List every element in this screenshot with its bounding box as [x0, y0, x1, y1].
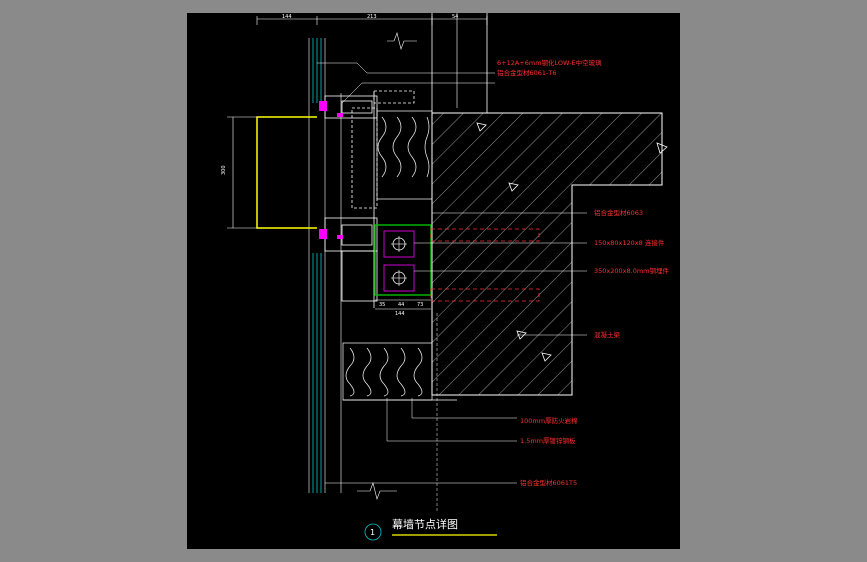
- dim-top-2: 213: [367, 14, 377, 20]
- detail-number: 1: [370, 528, 375, 537]
- annotation-connector: 150x80x120x8 连接件: [594, 238, 665, 247]
- concrete-beam: [431, 112, 668, 396]
- aluminum-panel: [256, 116, 317, 229]
- dim-bottom-3: 73: [417, 302, 423, 308]
- curtain-wall-detail-drawing: 144 213 54 300 35 44 73 144 6+12A+6mm钢化L…: [221, 13, 670, 541]
- break-mark-top: [387, 31, 417, 51]
- top-dimension: 144 213 54: [256, 14, 488, 25]
- dim-left: 300: [221, 165, 227, 175]
- steel-embed-plate: [374, 224, 432, 296]
- annotation-embed: 350x200x8.0mm钢埋件: [594, 266, 670, 275]
- anchor-bolts: [430, 228, 540, 302]
- bottom-dimension: 35 44 73 144: [375, 299, 431, 317]
- upper-slab: [431, 13, 488, 113]
- left-dimension: 300: [221, 116, 257, 229]
- dim-top-3: 54: [452, 14, 458, 20]
- break-mark-bottom: [357, 481, 397, 501]
- drawing-sheet: 144 213 54 300 35 44 73 144 6+12A+6mm钢化L…: [187, 13, 680, 549]
- annotation-steel-sheet: 1.5mm厚镀锌钢板: [520, 436, 576, 445]
- drawing-title: 幕墙节点详图: [392, 517, 458, 531]
- annotation-glass: 6+12A+6mm钢化LOW-E中空玻璃: [497, 58, 602, 67]
- dim-bottom-1: 35: [379, 302, 385, 308]
- dim-bottom-4: 144: [395, 311, 405, 317]
- insulation-upper: [376, 110, 433, 200]
- annotation-profile-t6: 铝合金型材6061-T6: [497, 68, 557, 77]
- title-block: 1 幕墙节点详图: [364, 517, 497, 541]
- dim-bottom-2: 44: [398, 302, 404, 308]
- dim-top-1: 144: [282, 14, 292, 20]
- annotation-fire-insulation: 100mm厚防火岩棉: [520, 416, 578, 425]
- annotation-profile-t5: 铝合金型材6061T5: [520, 478, 577, 487]
- leader-lines: [317, 62, 587, 484]
- insulation-lower: [342, 342, 433, 401]
- glazing-gaskets: [319, 101, 343, 239]
- glass-panes: [312, 38, 322, 493]
- annotation-profile-6063: 铝合金型材6063: [594, 208, 643, 217]
- annotation-concrete-beam: 混凝土梁: [594, 330, 621, 339]
- detail-number-circle: [364, 523, 382, 541]
